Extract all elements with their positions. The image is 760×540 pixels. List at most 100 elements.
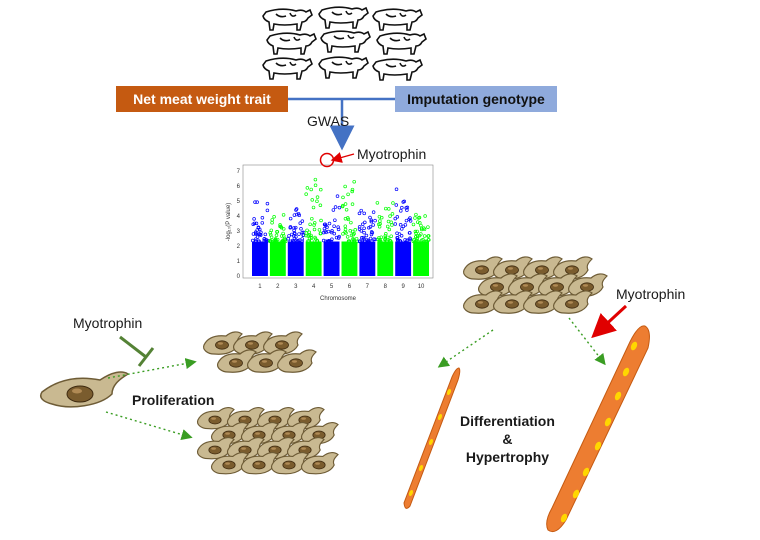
- manhattan-point: [280, 239, 284, 244]
- manhattan-point: [372, 237, 376, 241]
- manhattan-point: [307, 236, 312, 241]
- manhattan-point: [399, 209, 403, 213]
- manhattan-point: [369, 219, 374, 224]
- manhattan-point: [324, 223, 328, 228]
- myotube-nucleus: [572, 489, 580, 499]
- manhattan-point: [260, 221, 265, 225]
- manhattan-point: [306, 239, 310, 243]
- manhattan-point: [305, 228, 309, 233]
- manhattan-point: [254, 237, 258, 241]
- gwas-connector: [288, 97, 395, 151]
- manhattan-point: [350, 189, 354, 194]
- myotube-nucleus: [594, 441, 602, 451]
- differentiation-arrows: [437, 317, 606, 368]
- manhattan-point: [286, 237, 290, 241]
- manhattan-point: [345, 235, 350, 239]
- manhattan-y-tick: 7: [237, 169, 241, 175]
- manhattan-point: [319, 187, 323, 192]
- manhattan-chrom-block: [269, 241, 286, 276]
- manhattan-y-tick: 5: [237, 199, 241, 205]
- manhattan-point: [279, 234, 284, 238]
- manhattan-point: [336, 236, 341, 240]
- manhattan-point: [300, 219, 305, 223]
- manhattan-point: [349, 233, 354, 238]
- manhattan-point: [256, 225, 261, 229]
- manhattan-point: [360, 222, 365, 227]
- manhattan-point: [346, 216, 350, 220]
- manhattan-point: [281, 213, 286, 217]
- manhattan-x-tick: 6: [348, 284, 352, 290]
- manhattan-point: [341, 232, 345, 236]
- proliferation-label: Proliferation: [132, 392, 215, 408]
- hypertrophy-text: Hypertrophy: [465, 449, 550, 465]
- manhattan-point: [330, 229, 334, 233]
- manhattan-point: [350, 202, 355, 206]
- manhattan-point: [252, 221, 257, 226]
- cow-outline: [266, 32, 317, 55]
- manhattan-point: [400, 205, 404, 210]
- manhattan-point: [269, 228, 274, 233]
- manhattan-point: [373, 218, 377, 223]
- myotrophin-peak-circle: [319, 152, 335, 168]
- cell: [463, 256, 503, 280]
- manhattan-point: [315, 199, 319, 204]
- manhattan-point: [386, 235, 390, 240]
- manhattan-point: [311, 205, 316, 210]
- differentiation-text: Differentiation: [460, 413, 555, 429]
- manhattan-point: [269, 235, 274, 239]
- manhattan-point: [328, 239, 332, 243]
- manhattan-x-tick: 8: [384, 284, 388, 290]
- myotrophin-label-left: Myotrophin: [73, 315, 143, 331]
- manhattan-point: [385, 224, 390, 229]
- manhattan-x-tick: 7: [366, 284, 370, 290]
- manhattan-point: [297, 232, 301, 236]
- manhattan-point: [269, 239, 273, 244]
- manhattan-point: [265, 201, 270, 206]
- manhattan-point: [383, 237, 387, 242]
- manhattan-point: [426, 225, 430, 229]
- manhattan-point: [362, 211, 366, 216]
- manhattan-point: [318, 231, 323, 236]
- manhattan-point: [295, 212, 299, 217]
- manhattan-point: [395, 215, 400, 219]
- cell: [217, 349, 257, 373]
- manhattan-point: [344, 231, 348, 235]
- myotube-nucleus: [604, 417, 612, 427]
- myotube-nucleus: [446, 388, 452, 396]
- imputation-genotype-box: Imputation genotype: [395, 86, 557, 112]
- manhattan-chrom-block: [287, 241, 304, 276]
- manhattan-point: [318, 203, 323, 207]
- manhattan-point: [343, 202, 348, 206]
- manhattan-point: [287, 234, 291, 238]
- manhattan-point: [275, 237, 280, 242]
- manhattan-point: [255, 228, 260, 232]
- manhattan-point: [367, 225, 371, 230]
- manhattan-point: [331, 208, 336, 212]
- manhattan-x-tick: 3: [294, 284, 298, 290]
- manhattan-point: [359, 208, 363, 213]
- manhattan-point: [305, 186, 310, 190]
- manhattan-x-tick: 4: [312, 284, 316, 290]
- manhattan-point: [377, 222, 381, 227]
- myotube-nucleus: [408, 489, 414, 497]
- manhattan-point: [319, 218, 323, 223]
- manhattan-point: [315, 238, 319, 243]
- manhattan-x-tick: 10: [418, 284, 425, 290]
- manhattan-point: [270, 220, 274, 225]
- myotrophin-label-right: Myotrophin: [616, 286, 686, 302]
- manhattan-point: [310, 216, 314, 221]
- manhattan-point: [341, 195, 345, 200]
- manhattan-point: [405, 238, 409, 242]
- manhattan-point: [288, 216, 293, 221]
- manhattan-point: [312, 227, 317, 232]
- myotube-nucleus: [630, 341, 638, 351]
- manhattan-point: [332, 224, 336, 228]
- manhattan-point: [292, 228, 296, 233]
- cell: [277, 349, 317, 373]
- single-myoblast-cell: [40, 371, 130, 408]
- manhattan-point: [360, 236, 364, 240]
- manhattan-point: [290, 232, 294, 237]
